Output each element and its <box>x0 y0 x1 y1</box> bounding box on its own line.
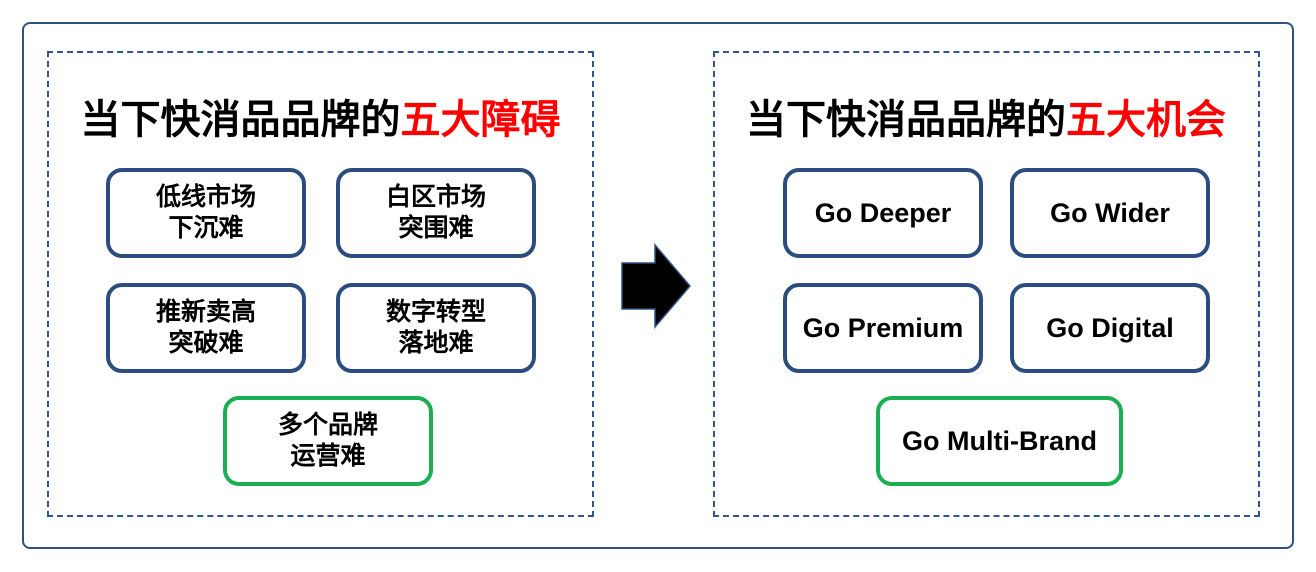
opportunity-box-go-premium: Go Premium <box>783 283 983 373</box>
opportunity-box-go-multi-brand: Go Multi-Brand <box>876 396 1123 486</box>
opportunity-box-label: Go Premium <box>802 312 964 343</box>
obstacles-title-red-part: 五大障碍 <box>400 98 561 142</box>
obstacle-box-line2: 突围难 <box>398 214 474 242</box>
opportunity-box-go-wider: Go Wider <box>1010 168 1210 258</box>
right-arrow-icon <box>618 242 694 330</box>
opportunity-box-go-deeper: Go Deeper <box>783 168 983 258</box>
opportunity-box-label: Go Wider <box>1050 197 1170 228</box>
obstacle-box-line2: 落地难 <box>398 329 474 357</box>
obstacle-box-new-premium-products: 推新卖高 突破难 <box>106 283 306 373</box>
obstacle-box-line1: 推新卖高 <box>155 297 256 326</box>
obstacle-box-line2: 突破难 <box>168 329 244 357</box>
obstacle-box-white-space-market: 白区市场 突围难 <box>336 168 536 258</box>
opportunity-box-label: Go Multi-Brand <box>902 425 1097 456</box>
opportunities-title-red-part: 五大机会 <box>1066 98 1226 142</box>
obstacle-box-line1: 数字转型 <box>385 297 486 326</box>
obstacles-title-black-part: 当下快消品品牌的 <box>80 98 401 142</box>
obstacles-panel-title: 当下快消品品牌的五大障碍 <box>47 87 594 145</box>
opportunity-box-go-digital: Go Digital <box>1010 283 1210 373</box>
opportunities-title-black-part: 当下快消品品牌的 <box>746 98 1066 142</box>
obstacle-box-low-tier-market: 低线市场 下沉难 <box>106 168 306 258</box>
obstacle-box-multi-brand-operation: 多个品牌 运营难 <box>223 396 433 486</box>
obstacle-box-line1: 低线市场 <box>155 182 256 211</box>
opportunities-panel-title: 当下快消品品牌的五大机会 <box>713 87 1259 145</box>
obstacle-box-line2: 运营难 <box>290 442 366 470</box>
obstacle-box-digital-transformation: 数字转型 落地难 <box>336 283 536 373</box>
opportunity-box-label: Go Digital <box>1046 312 1174 343</box>
opportunity-box-label: Go Deeper <box>814 197 952 228</box>
obstacle-box-line1: 多个品牌 <box>277 410 378 439</box>
obstacle-box-line2: 下沉难 <box>168 214 244 242</box>
obstacle-box-line1: 白区市场 <box>385 182 486 211</box>
